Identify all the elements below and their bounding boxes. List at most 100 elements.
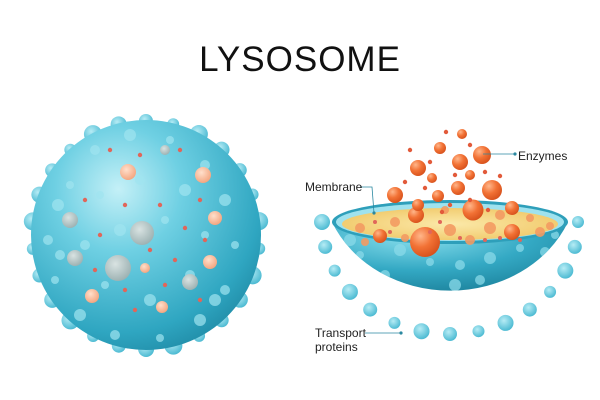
- enzyme-dot: [107, 147, 113, 153]
- membrane-leader: [360, 186, 375, 214]
- bowl-dimple: [475, 275, 485, 285]
- bowl-dimple: [540, 247, 550, 257]
- enzyme-small: [361, 238, 369, 246]
- transport-protein-bump: [567, 239, 582, 254]
- transport-protein-bump: [557, 262, 574, 279]
- bowl-dimple: [344, 234, 356, 246]
- surface-dimple: [161, 216, 169, 224]
- bowl-dimple: [356, 251, 364, 259]
- released-enzyme: [505, 201, 519, 215]
- enzyme-dot: [132, 307, 138, 313]
- transport-protein-bumps: [314, 214, 584, 341]
- transport-label-line2: proteins: [315, 340, 358, 354]
- surface-dimple: [114, 224, 126, 236]
- surface-dimple: [194, 314, 206, 326]
- bowl-dimple: [449, 279, 461, 291]
- enzyme-small: [465, 235, 475, 245]
- surface-dimple: [43, 235, 53, 245]
- transport-protein-bump: [363, 302, 378, 317]
- transport-proteins-label: Transport proteins: [315, 326, 366, 354]
- vesicle-peach: [195, 167, 211, 183]
- surface-dimple: [52, 199, 64, 211]
- enzyme-large: [408, 207, 424, 223]
- vesicle-grey: [182, 274, 198, 290]
- enzyme-dot: [428, 230, 432, 234]
- surface-dimple: [74, 309, 86, 321]
- enzyme-dot: [467, 142, 473, 148]
- enzyme-small: [401, 234, 409, 242]
- released-enzyme: [457, 129, 467, 139]
- surface-dimple: [231, 241, 239, 249]
- surface-dimple: [80, 240, 90, 250]
- bowl-dimple: [521, 271, 529, 279]
- transport-protein-bump: [544, 285, 557, 298]
- enzyme-dot: [122, 202, 128, 208]
- transport-protein-bump: [328, 264, 341, 277]
- surface-dimple: [96, 191, 104, 199]
- vesicle-peach: [120, 164, 136, 180]
- enzyme-dot: [82, 197, 88, 203]
- surface-dimple: [209, 294, 221, 306]
- released-enzyme: [482, 180, 502, 200]
- vesicle-peach: [208, 211, 222, 225]
- surface-dimple: [135, 175, 145, 185]
- cutaway-lysosome: [314, 129, 584, 341]
- released-enzyme: [434, 142, 446, 154]
- surface-dimples: [43, 129, 239, 342]
- enzyme-dot: [197, 297, 203, 303]
- released-enzyme: [473, 146, 491, 164]
- vesicle-grey: [67, 250, 83, 266]
- enzyme-dot: [197, 197, 203, 203]
- surface-dimple: [124, 129, 136, 141]
- enzyme-dot: [498, 236, 502, 240]
- released-enzyme: [412, 199, 424, 211]
- enzyme-small: [495, 210, 505, 220]
- enzyme-dot: [482, 169, 488, 175]
- enzyme-large: [462, 199, 484, 221]
- enzyme-dot: [485, 207, 491, 213]
- bowl-dimple: [484, 252, 496, 264]
- released-enzyme: [410, 160, 426, 176]
- bowl-dimple: [494, 289, 506, 291]
- enzyme-dot: [202, 237, 208, 243]
- enzyme-dot: [157, 202, 163, 208]
- vesicle-grey: [62, 212, 78, 228]
- enzyme-dot: [407, 147, 413, 153]
- enzyme-dot: [497, 173, 503, 179]
- enzyme-small: [484, 222, 496, 234]
- vesicle-peach: [140, 263, 150, 273]
- enzyme-small: [444, 224, 456, 236]
- enzyme-dot: [182, 225, 188, 231]
- bowl-dimple: [380, 270, 390, 280]
- vesicle-peach: [203, 255, 217, 269]
- surface-dimple: [55, 250, 65, 260]
- whole-lysosome: [23, 114, 269, 357]
- vesicle-peach: [85, 289, 99, 303]
- enzyme-dot: [438, 220, 442, 224]
- transport-protein-bump: [413, 323, 430, 340]
- transport-protein-bump: [443, 327, 457, 341]
- enzyme-dot: [137, 152, 143, 158]
- transport-protein-bump: [572, 216, 584, 228]
- surface-dimple: [110, 330, 120, 340]
- enzyme-small: [535, 227, 545, 237]
- surface-dimple: [220, 285, 230, 295]
- enzyme-small: [546, 222, 554, 230]
- enzyme-dot: [122, 287, 128, 293]
- vesicle-grey: [130, 221, 154, 245]
- transport-protein-bump: [314, 214, 330, 230]
- enzyme-dot: [458, 236, 462, 240]
- transport-protein-bump: [341, 283, 358, 300]
- enzyme-dot: [422, 185, 428, 191]
- enzyme-small: [526, 214, 534, 222]
- transport-protein-bump: [522, 302, 537, 317]
- released-enzyme: [427, 173, 437, 183]
- enzyme-dot: [147, 247, 153, 253]
- surface-dimple: [219, 194, 231, 206]
- released-enzymes: [387, 129, 519, 215]
- bowl-dimple: [426, 258, 434, 266]
- enzyme-small: [390, 217, 400, 227]
- surface-dimple: [166, 136, 174, 144]
